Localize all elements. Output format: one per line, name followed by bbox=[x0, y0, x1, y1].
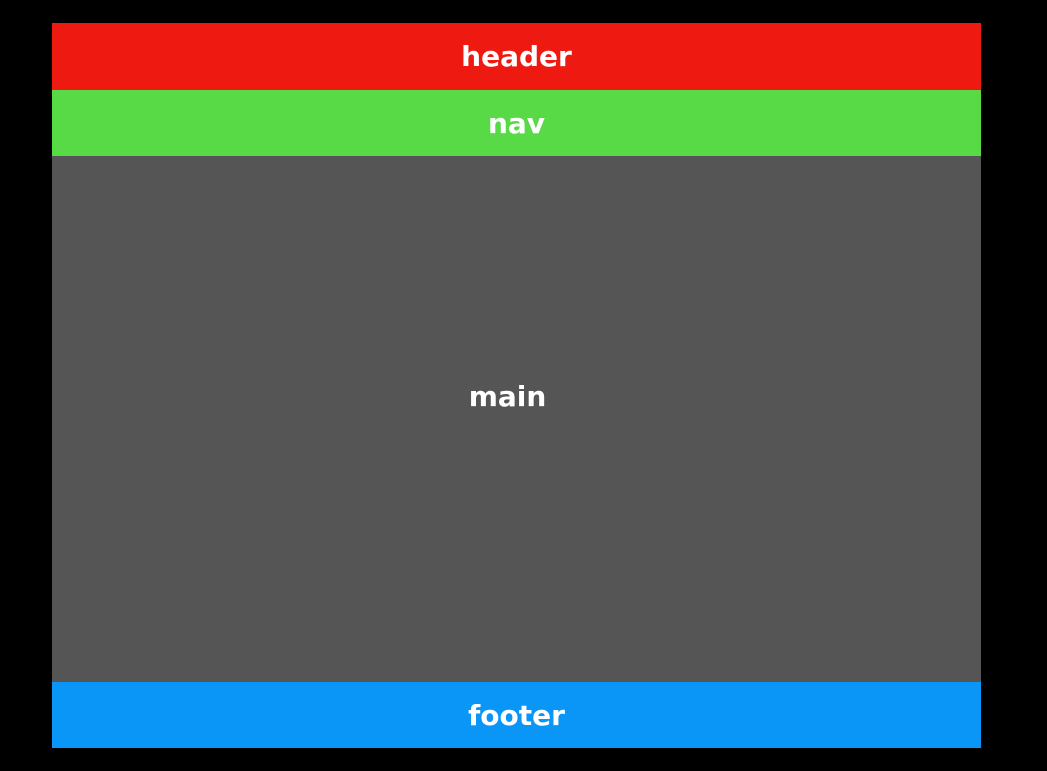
nav-label: nav bbox=[487, 106, 546, 140]
main-label: main bbox=[468, 379, 547, 413]
footer-label: footer bbox=[468, 698, 565, 732]
header-label: header bbox=[461, 40, 572, 73]
main-region: main bbox=[52, 156, 981, 682]
page-layout-diagram: header nav main footer bbox=[52, 23, 981, 748]
footer-region: footer bbox=[52, 682, 981, 748]
nav-region: nav bbox=[52, 90, 981, 156]
header-region: header bbox=[52, 23, 981, 90]
